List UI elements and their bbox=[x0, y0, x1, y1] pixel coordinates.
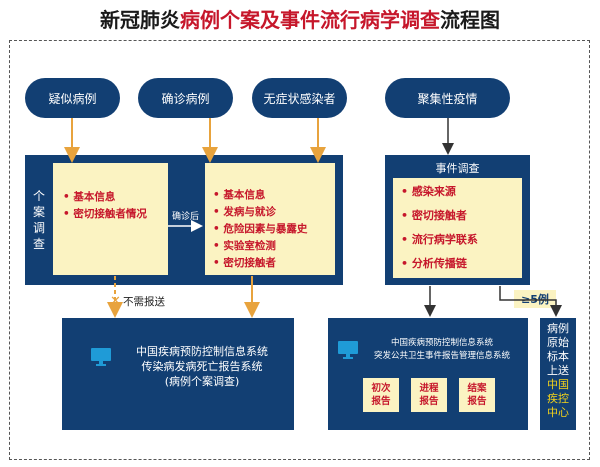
system-line: 中国疾病预防控制信息系统 bbox=[136, 345, 268, 358]
initial-report-box: 初次 报告 bbox=[363, 378, 399, 412]
case-investigation-label: 个 案 调 查 bbox=[32, 188, 46, 252]
system-line: 突发公共卫生事件报告管理信息系统 bbox=[373, 351, 510, 361]
label-char: 案 bbox=[32, 205, 45, 219]
specimen-line: 原始 bbox=[547, 336, 569, 349]
event-panel-title: 事件调查 bbox=[435, 162, 480, 175]
label-char: 查 bbox=[32, 237, 45, 251]
label-char: 调 bbox=[32, 221, 45, 235]
specimen-box: 病例 原始 标本 上送 中国 疾控 中心 bbox=[540, 318, 576, 430]
specimen-line: 病例 bbox=[547, 322, 569, 335]
list-item: • 感染来源 bbox=[401, 185, 456, 198]
system-line: (病例个案调查) bbox=[164, 375, 240, 388]
list-item: • 密切接触者情况 bbox=[63, 208, 147, 220]
specimen-line: 中心 bbox=[547, 406, 569, 419]
system-line: 传染病发病死亡报告系统 bbox=[141, 360, 263, 373]
system-line: 中国疾病预防控制信息系统 bbox=[390, 338, 493, 348]
list-item: • 危险因素与暴露史 bbox=[213, 223, 308, 235]
system-right-text: 中国疾病预防控制信息系统 突发公共卫生事件报告管理信息系统 bbox=[357, 337, 527, 363]
system-left-box bbox=[62, 318, 294, 430]
progress-report-box: 进程 报告 bbox=[411, 378, 447, 412]
title-part1: 新冠肺炎 bbox=[100, 8, 180, 32]
monitor-icon bbox=[90, 347, 112, 366]
page-title: 新冠肺炎病例个案及事件流行病学调查流程图 bbox=[0, 4, 600, 33]
list-item: • 发病与就诊 bbox=[213, 206, 276, 218]
case-left-box: • 基本信息 • 密切接触者情况 bbox=[53, 163, 168, 275]
node-confirmed: 确诊病例 bbox=[138, 78, 233, 118]
final-report-box: 结案 报告 bbox=[459, 378, 495, 412]
no-report-cross: ✕ bbox=[110, 294, 121, 309]
specimen-line: 中国 bbox=[547, 378, 569, 391]
case-right-box: • 基本信息 • 发病与就诊 • 危险因素与暴露史 • 实验室检测 • 密切接触… bbox=[205, 163, 335, 275]
arrow-event-to-specimen bbox=[499, 286, 562, 317]
list-item: • 分析传播链 bbox=[401, 257, 467, 270]
list-item: • 基本信息 bbox=[63, 191, 116, 203]
specimen-line: 标本 bbox=[547, 350, 569, 363]
diagram-frame bbox=[9, 40, 590, 460]
list-item: • 实验室检测 bbox=[213, 240, 276, 252]
list-item: • 基本信息 bbox=[213, 189, 266, 201]
node-cluster: 聚集性疫情 bbox=[385, 78, 510, 118]
node-asymptomatic: 无症状感染者 bbox=[252, 78, 347, 118]
node-suspected: 疑似病例 bbox=[25, 78, 120, 118]
list-item: • 流行病学联系 bbox=[401, 233, 478, 246]
specimen-line: 上送 bbox=[547, 364, 569, 377]
label-char: 个 bbox=[32, 189, 45, 203]
confirmed-arrow-label: 确诊后 bbox=[172, 212, 200, 222]
title-part3: 流程图 bbox=[440, 8, 500, 32]
specimen-line: 疾控 bbox=[547, 392, 569, 405]
list-item: • 密切接触者 bbox=[213, 257, 276, 269]
title-part2: 病例个案及事件流行病学调查 bbox=[180, 8, 440, 32]
system-left-text: 中国疾病预防控制信息系统 传染病发病死亡报告系统 (病例个案调查) bbox=[117, 344, 287, 389]
list-item: • 密切接触者 bbox=[401, 209, 467, 222]
no-report-label: 不需报送 bbox=[123, 296, 165, 308]
event-box: • 感染来源 • 密切接触者 • 流行病学联系 • 分析传播链 bbox=[393, 178, 522, 278]
monitor-icon bbox=[337, 340, 359, 359]
